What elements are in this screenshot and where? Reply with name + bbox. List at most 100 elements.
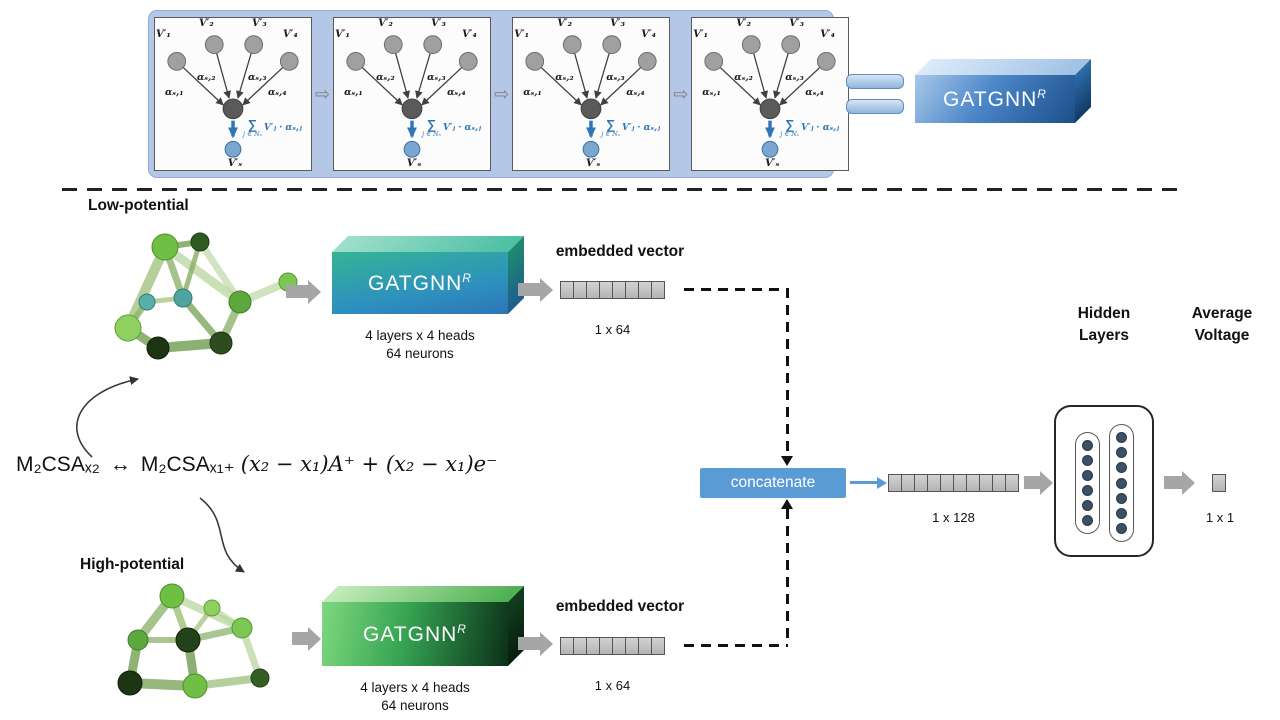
vector-dim-high: 1 x 64: [594, 678, 631, 693]
hidden-layers-label-line1: Hidden: [1077, 305, 1131, 322]
alpha-label-3: αₛ,₃: [606, 72, 625, 83]
gatgnn-label: GATGNNR: [368, 271, 472, 296]
node-label-v4: V′₄: [820, 29, 836, 40]
attention-nodes: [167, 35, 299, 120]
alpha-label-3: αₛ,₃: [427, 72, 446, 83]
equilibrium-arrow: ↔: [109, 453, 131, 476]
box-face-front: GATGNNR: [322, 602, 508, 666]
gatgnn-text: GATGNN: [943, 87, 1038, 111]
gatgnn-box-low: GATGNNR: [332, 236, 524, 314]
node-label-v3: V′₃: [789, 18, 805, 29]
equation-lhs: M₂CSAₓ₂: [16, 453, 100, 476]
box-face-front: GATGNNR: [332, 252, 508, 314]
hidden-layers-label-line2: Layers: [1079, 326, 1129, 344]
sigma-column: ∑ j ∈ Nₛ: [601, 118, 620, 138]
node-label-v2: V′₂: [199, 18, 214, 29]
equation-pointer-arrows: [76, 376, 245, 573]
vector-cell: [992, 474, 1006, 492]
crystal-graph-low: [114, 232, 298, 360]
dashed-connector-top-vertical: [786, 288, 789, 456]
gatgnn-box-high: GATGNNR: [322, 586, 524, 666]
output-node: [582, 140, 600, 158]
node-label-v2: V′₂: [736, 18, 752, 29]
arrow-box-to-vector-high: [518, 637, 540, 650]
output-dim: 1 x 1: [1205, 510, 1235, 525]
sigma-limits: j ∈ Nₛ: [422, 130, 441, 138]
vector-cell: [586, 637, 600, 655]
alpha-label-3: αₛ,₃: [785, 72, 804, 83]
crystal-graph-high: [117, 583, 270, 699]
vector-cell: [914, 474, 928, 492]
vector-cell: [651, 637, 665, 655]
dashed-connector-top-horizontal: [684, 288, 788, 291]
vector-cell: [638, 281, 652, 299]
node-label-v1: V′₁: [156, 29, 171, 40]
box-face-front: GATGNNR: [915, 75, 1075, 123]
sigma-symbol: ∑: [426, 117, 437, 132]
vector-cell: [953, 474, 967, 492]
neuron-dot: [1082, 515, 1093, 526]
alpha-label-1: αₛ,₁: [702, 87, 721, 98]
gatgnn-label: GATGNNR: [943, 87, 1047, 112]
box-caption-low-2: 64 neurons: [386, 346, 454, 361]
attention-panel-graphic: [525, 35, 657, 158]
box-caption-low-1: 4 layers x 4 heads: [365, 328, 475, 343]
output-node-label: V′ₛ: [765, 158, 780, 169]
box-face-side: [508, 236, 524, 314]
vector-cell: [560, 637, 574, 655]
alpha-label-2: αₛ,₂: [376, 72, 395, 83]
attention-panel: V′₁ V′₂ V′₃ V′₄ αₛ,₁ αₛ,₂ αₛ,₃ αₛ,₄ ∑ j …: [333, 17, 492, 171]
arrow-concat-head-icon: [877, 477, 887, 489]
node-label-v2: V′₂: [557, 18, 572, 29]
attention-panel: V′₁ V′₂ V′₃ V′₄ αₛ,₁ αₛ,₂ αₛ,₃ αₛ,₄ ∑ j …: [154, 17, 312, 171]
attention-panel-graphic: [346, 35, 478, 158]
vector-cell: [625, 281, 639, 299]
attention-strip-panels: V′₁ V′₂ V′₃ V′₄ αₛ,₁ αₛ,₂ αₛ,₃ αₛ,₄ ∑ j …: [154, 17, 850, 171]
node-label-v3: V′₃: [610, 18, 625, 29]
sigma-symbol: ∑: [605, 117, 616, 132]
alpha-label-4: αₛ,₄: [805, 87, 824, 98]
neuron-dot: [1082, 455, 1093, 466]
vector-dim-low: 1 x 64: [594, 322, 631, 337]
sum-expression: V′ⱼ · αₛ,ⱼ: [622, 122, 661, 133]
vector-cell: [586, 281, 600, 299]
attention-panel-graphic: [704, 35, 836, 158]
sigma-limits: j ∈ Nₛ: [780, 130, 800, 138]
gatgnn-text: GATGNN: [363, 622, 458, 646]
alpha-label-4: αₛ,₄: [626, 87, 645, 98]
average-voltage-label: Average Voltage: [1172, 303, 1272, 346]
sum-formula: ∑ j ∈ Nₛ V′ⱼ · αₛ,ⱼ: [780, 118, 839, 138]
sigma-column: ∑ j ∈ Nₛ: [422, 118, 441, 138]
sigma-column: ∑ j ∈ Nₛ: [243, 118, 262, 138]
concatenate-box: concatenate: [700, 468, 846, 498]
output-node-label: V′ₛ: [227, 158, 243, 169]
vector-cell: [651, 281, 665, 299]
box-face-top: [322, 586, 524, 602]
sigma-limits: j ∈ Nₛ: [601, 130, 621, 138]
high-potential-label: High-potential: [80, 556, 185, 573]
embedded-vector-low: [560, 281, 665, 299]
attention-panel: V′₁ V′₂ V′₃ V′₄ αₛ,₁ αₛ,₂ αₛ,₃ αₛ,₄ ∑ j …: [512, 17, 671, 171]
neuron-dot: [1116, 432, 1127, 444]
neuron-dot: [1116, 507, 1127, 519]
box-face-side: [508, 586, 524, 666]
sigma-column: ∑ j ∈ Nₛ: [780, 118, 799, 138]
next-step-arrow-icon: ⇨: [494, 84, 510, 104]
neuron-dot: [1116, 492, 1127, 504]
arrow-graph-to-box-low: [286, 285, 308, 298]
vector-cell: [966, 474, 980, 492]
vector-cell: [1005, 474, 1019, 492]
neuron-dot: [1116, 477, 1127, 489]
output-node: [403, 140, 421, 158]
next-step-arrow-icon: ⇨: [315, 84, 331, 104]
equals-bar: [846, 74, 904, 89]
attention-nodes: [704, 35, 836, 120]
output-node: [761, 140, 779, 158]
gatgnn-text: GATGNN: [368, 271, 463, 295]
neuron-dot: [1116, 447, 1127, 459]
sigma-limits: j ∈ Nₛ: [243, 130, 262, 138]
vector-cell: [573, 281, 587, 299]
dashed-connector-bottom-vertical: [786, 509, 789, 645]
neuron-dot: [1116, 462, 1127, 474]
hidden-layers-box: [1054, 405, 1154, 557]
